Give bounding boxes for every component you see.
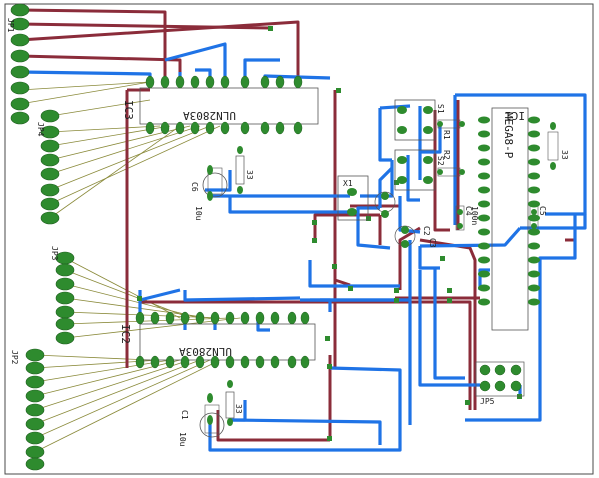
ic3-body (139, 87, 319, 125)
ic3-pins (145, 75, 303, 135)
ic2-pins (135, 311, 310, 369)
ic1-mega8: IC1 MEGA8-P (478, 107, 540, 331)
r2-resistor: R2 (437, 150, 465, 177)
c1-capacitor: C1 10u (178, 393, 225, 447)
c2-label: C2 (422, 226, 431, 236)
r-right-ic1-value: 33 (560, 150, 569, 160)
x1-label: X1 (343, 179, 353, 188)
jp5-label: JP5 (480, 397, 495, 406)
vias (137, 26, 522, 441)
s2-switch: S2 (394, 149, 445, 191)
r-below-ic2: 33 (225, 380, 243, 426)
r-right-ic1: 33 (547, 122, 569, 170)
r1-label: R1 (442, 130, 451, 140)
jp1-header: JP1 (6, 3, 30, 125)
ic3-uln2803a: IC3 ULN2803A (122, 75, 319, 135)
ic3-value-label: ULN2803A (183, 109, 236, 122)
bottom-copper-traces (19, 42, 587, 452)
jp1-pads (10, 3, 30, 125)
s2-label: S2 (436, 156, 445, 166)
c4-capacitor: C4 100n (455, 205, 479, 231)
c3-label: C3 (428, 238, 437, 248)
ic1-value-label: MEGA8-P (502, 112, 515, 159)
c4-label: C4 (464, 206, 473, 216)
jp2-label: JP2 (10, 350, 19, 365)
jp1-label: JP1 (6, 18, 15, 33)
jp4-pads (40, 109, 60, 225)
board-outline (4, 3, 594, 475)
jp2-pads (25, 348, 45, 471)
s1-switch: S1 (394, 99, 445, 141)
ratsnest-lines (19, 81, 241, 453)
r3-value: 33 (245, 170, 254, 180)
ic3-ref-label: IC3 (122, 100, 135, 120)
jp3-label: JP3 (50, 246, 59, 261)
ic2-ref-label: IC2 (119, 324, 132, 344)
c5-label: C5 (538, 206, 547, 216)
jp3-header: JP3 (50, 246, 75, 345)
c1-label: C1 (180, 410, 189, 420)
r2-label: R2 (442, 150, 451, 160)
x1-crystal: X1 C2 C3 (337, 175, 437, 248)
jp3-pads (55, 251, 75, 345)
c6-capacitor: C6 10u (190, 165, 228, 221)
c4-value: 100n (470, 206, 479, 225)
jp2-header: JP2 (10, 348, 45, 471)
c6-label: C6 (190, 182, 199, 192)
ic2-value-label: ULN2803A (179, 345, 232, 358)
ic1-body (491, 107, 529, 331)
ic1-pins-right (528, 116, 540, 306)
ic2-uln2803a: IC2 ULN2803A (119, 311, 316, 369)
r3-resistor: 33 (235, 146, 254, 194)
s1-label: S1 (436, 104, 445, 114)
jp5-header: JP5 (475, 361, 525, 406)
jp5-pads (479, 364, 522, 392)
jp4-label: JP4 (36, 122, 45, 137)
r1-resistor: R1 (437, 119, 465, 140)
c6-value: 10u (194, 206, 203, 221)
c1-value: 10u (178, 432, 187, 447)
jp4-header: JP4 (36, 109, 60, 225)
r-below-ic2-value: 33 (234, 404, 243, 414)
ic1-ref-label: IC1 (505, 109, 525, 122)
ic1-pins-left (478, 116, 490, 306)
